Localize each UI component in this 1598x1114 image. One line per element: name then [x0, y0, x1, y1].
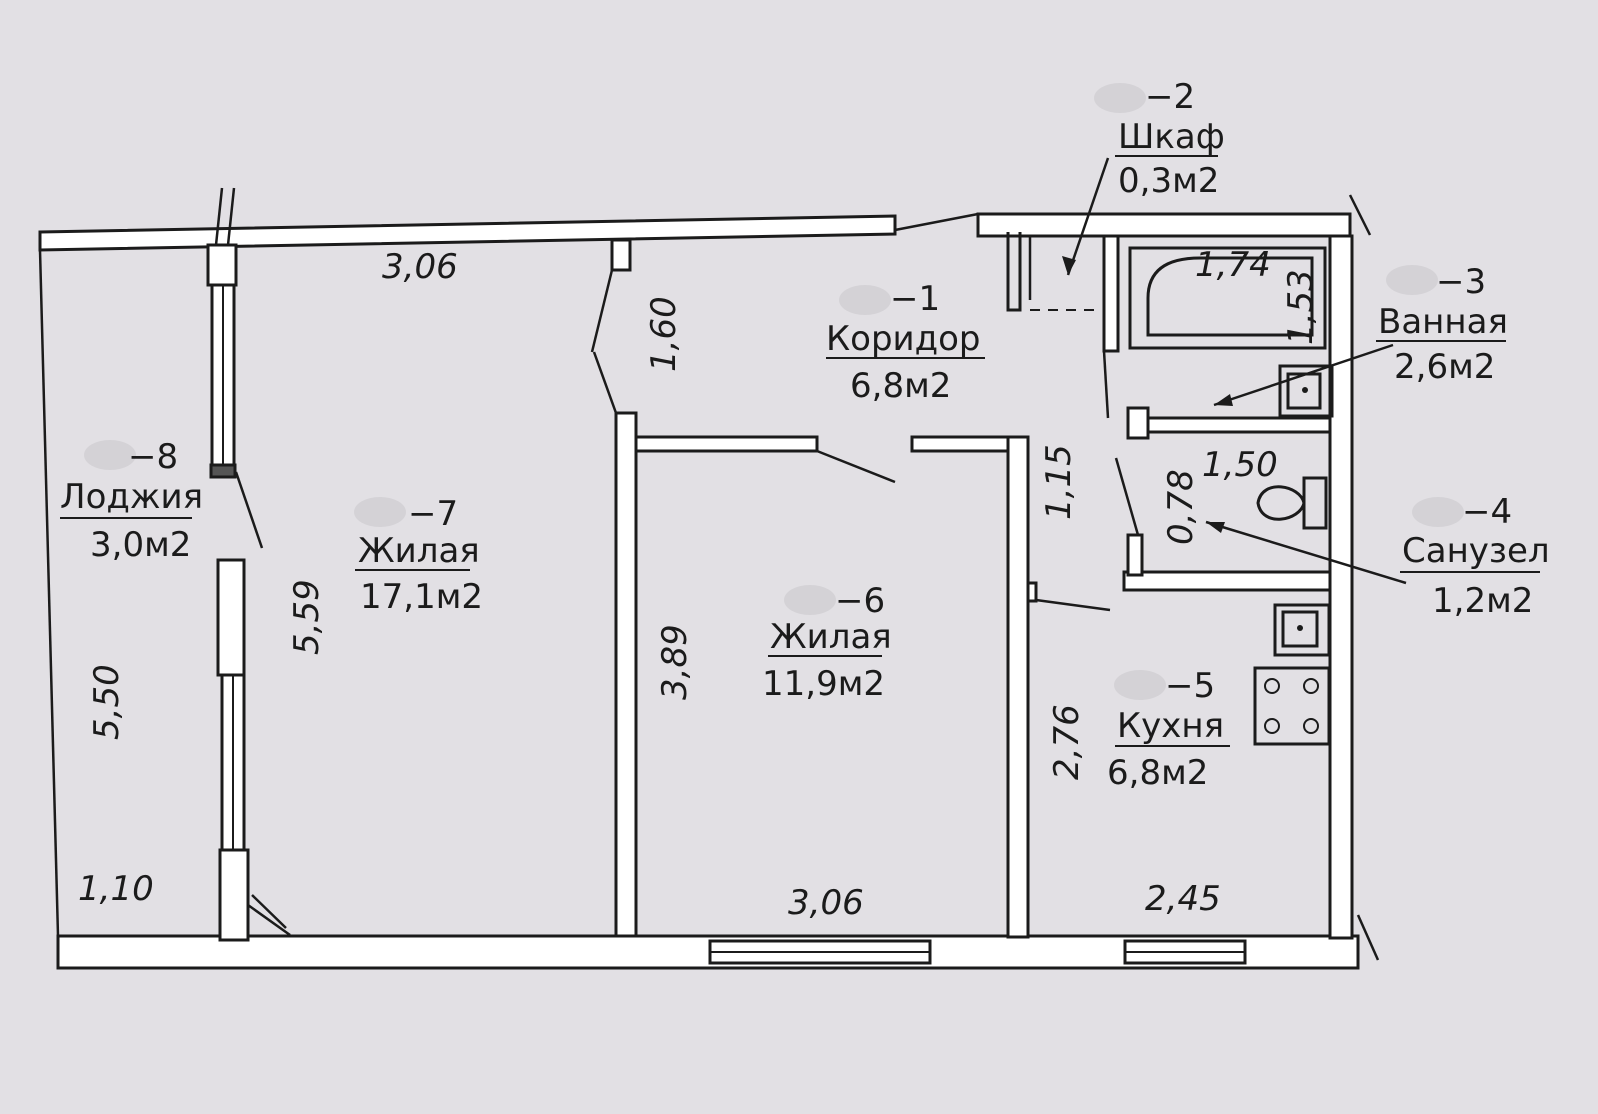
closet-outline	[1006, 232, 1022, 312]
room-4-area: 1,2м2	[1432, 581, 1533, 621]
dim-corridor-right: 1,15	[1039, 444, 1079, 520]
dim-room6-width: 3,06	[788, 883, 864, 923]
wall-break-loggia	[214, 187, 224, 246]
dim-corridor-niche: 1,60	[644, 296, 684, 372]
room-2-area: 0,3м2	[1118, 161, 1219, 201]
dim-loggia-length: 5,50	[87, 664, 127, 740]
dim-top-left: 3,06	[382, 247, 458, 287]
wall-room7-room6	[614, 411, 638, 938]
room-4-name: Санузел	[1402, 531, 1550, 571]
stove	[1253, 666, 1331, 746]
dim-kitchen-width: 2,45	[1145, 879, 1221, 919]
dim-bath-length: 1,74	[1195, 245, 1271, 285]
room-2-name: Шкаф	[1118, 117, 1225, 157]
dim-wc-length: 1,50	[1202, 445, 1278, 485]
leader-bathroom	[1213, 343, 1394, 407]
room-7-area: 17,1м2	[360, 577, 483, 617]
wall-bath-left	[1102, 234, 1120, 353]
wall-loggia-upper	[206, 243, 238, 287]
room-3-name: Ванная	[1378, 302, 1508, 342]
leader-wc	[1205, 520, 1407, 585]
dim-wc-width: 0,78	[1161, 469, 1201, 545]
room-8-number: −8	[128, 437, 178, 477]
wall-wc-kitchen	[1122, 570, 1332, 592]
room-1-number: −1	[890, 279, 940, 319]
wall-break-mark-bottom	[1356, 914, 1380, 961]
room-1-name: Коридор	[826, 319, 981, 359]
room-7-name: Жилая	[358, 531, 480, 571]
room-3-area: 2,6м2	[1394, 347, 1495, 387]
room-6-name: Жилая	[770, 617, 892, 657]
room-6-area: 11,9м2	[762, 664, 885, 704]
wall-top-right	[976, 212, 1352, 238]
dim-bath-width: 1,53	[1281, 269, 1321, 345]
wall-room6-top	[634, 435, 819, 453]
room-5-name: Кухня	[1117, 706, 1224, 746]
wall-break-mark	[1348, 194, 1372, 236]
toilet	[1256, 476, 1328, 530]
room-8-name: Лоджия	[60, 477, 203, 517]
door-entrance-mark	[894, 212, 979, 232]
bathroom-sink	[1278, 364, 1334, 418]
room-6-number: −6	[835, 581, 885, 621]
wall-loggia-window-lower	[216, 558, 246, 677]
loggia-outer-edge	[38, 249, 60, 937]
wall-room6-kitchen	[1006, 435, 1030, 939]
dim-room6-depth: 3,89	[655, 624, 695, 700]
room-4-number: −4	[1462, 492, 1512, 532]
kitchen-sink	[1273, 603, 1331, 657]
wall-room6-right-top	[910, 435, 1022, 453]
wall-bath-wc	[1144, 416, 1332, 434]
room-7-number: −7	[408, 494, 458, 534]
wall-bath-outer	[1328, 234, 1354, 940]
room-2-number: −2	[1145, 77, 1195, 117]
dim-room7-depth: 5,59	[287, 579, 327, 655]
room-3-number: −3	[1436, 262, 1486, 302]
room-8-area: 3,0м2	[90, 525, 191, 565]
room-5-area: 6,8м2	[1107, 753, 1208, 793]
room-1-area: 6,8м2	[850, 366, 951, 406]
dim-kitchen-depth: 2,76	[1047, 704, 1087, 780]
leader-closet	[1066, 157, 1110, 276]
bathtub	[1128, 246, 1327, 350]
dim-loggia-width: 1,10	[78, 869, 154, 909]
room-5-number: −5	[1165, 666, 1215, 706]
wall-loggia-lower	[218, 848, 250, 942]
wall-top-left	[38, 214, 897, 252]
